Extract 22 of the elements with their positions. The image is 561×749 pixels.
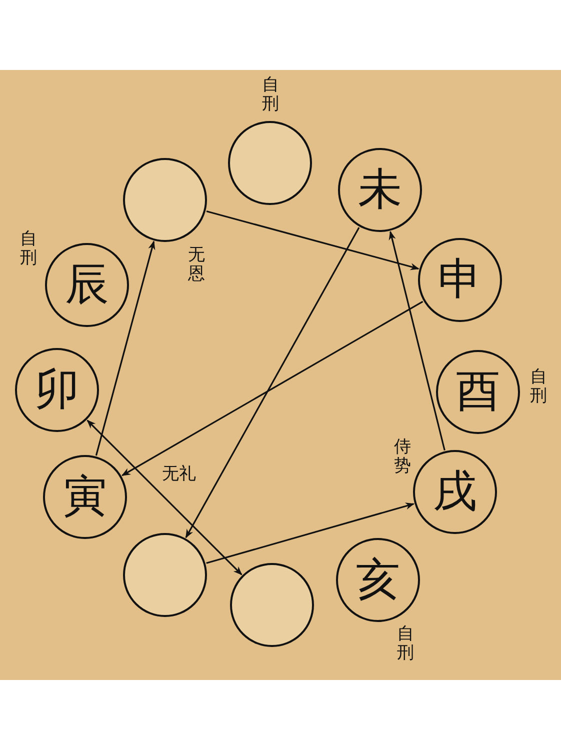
branch-character: 未 [358,168,402,212]
arrow [86,420,242,576]
branch-character: 亥 [356,558,400,602]
note-text: 无礼 [161,466,197,483]
note-text: 自刑 [20,230,37,268]
branch-character: 寅 [63,475,107,519]
arrow [388,230,446,450]
note-text: 侍势 [394,438,411,476]
arrow [206,210,420,270]
branch-character: 酉 [456,370,500,414]
arrow [185,227,360,538]
note-text: 自刑 [262,76,279,114]
branch-character: 戌 [433,470,477,514]
note-text: 无恩 [188,246,205,284]
branch-character: 卯 [35,368,79,412]
note-text: 自刑 [397,625,414,662]
note-text: 自刑 [530,368,547,406]
branch-character: 申 [438,258,482,302]
arrow [95,240,156,456]
arrow [121,300,424,476]
arrow [206,502,415,564]
branch-character: 辰 [65,263,109,307]
